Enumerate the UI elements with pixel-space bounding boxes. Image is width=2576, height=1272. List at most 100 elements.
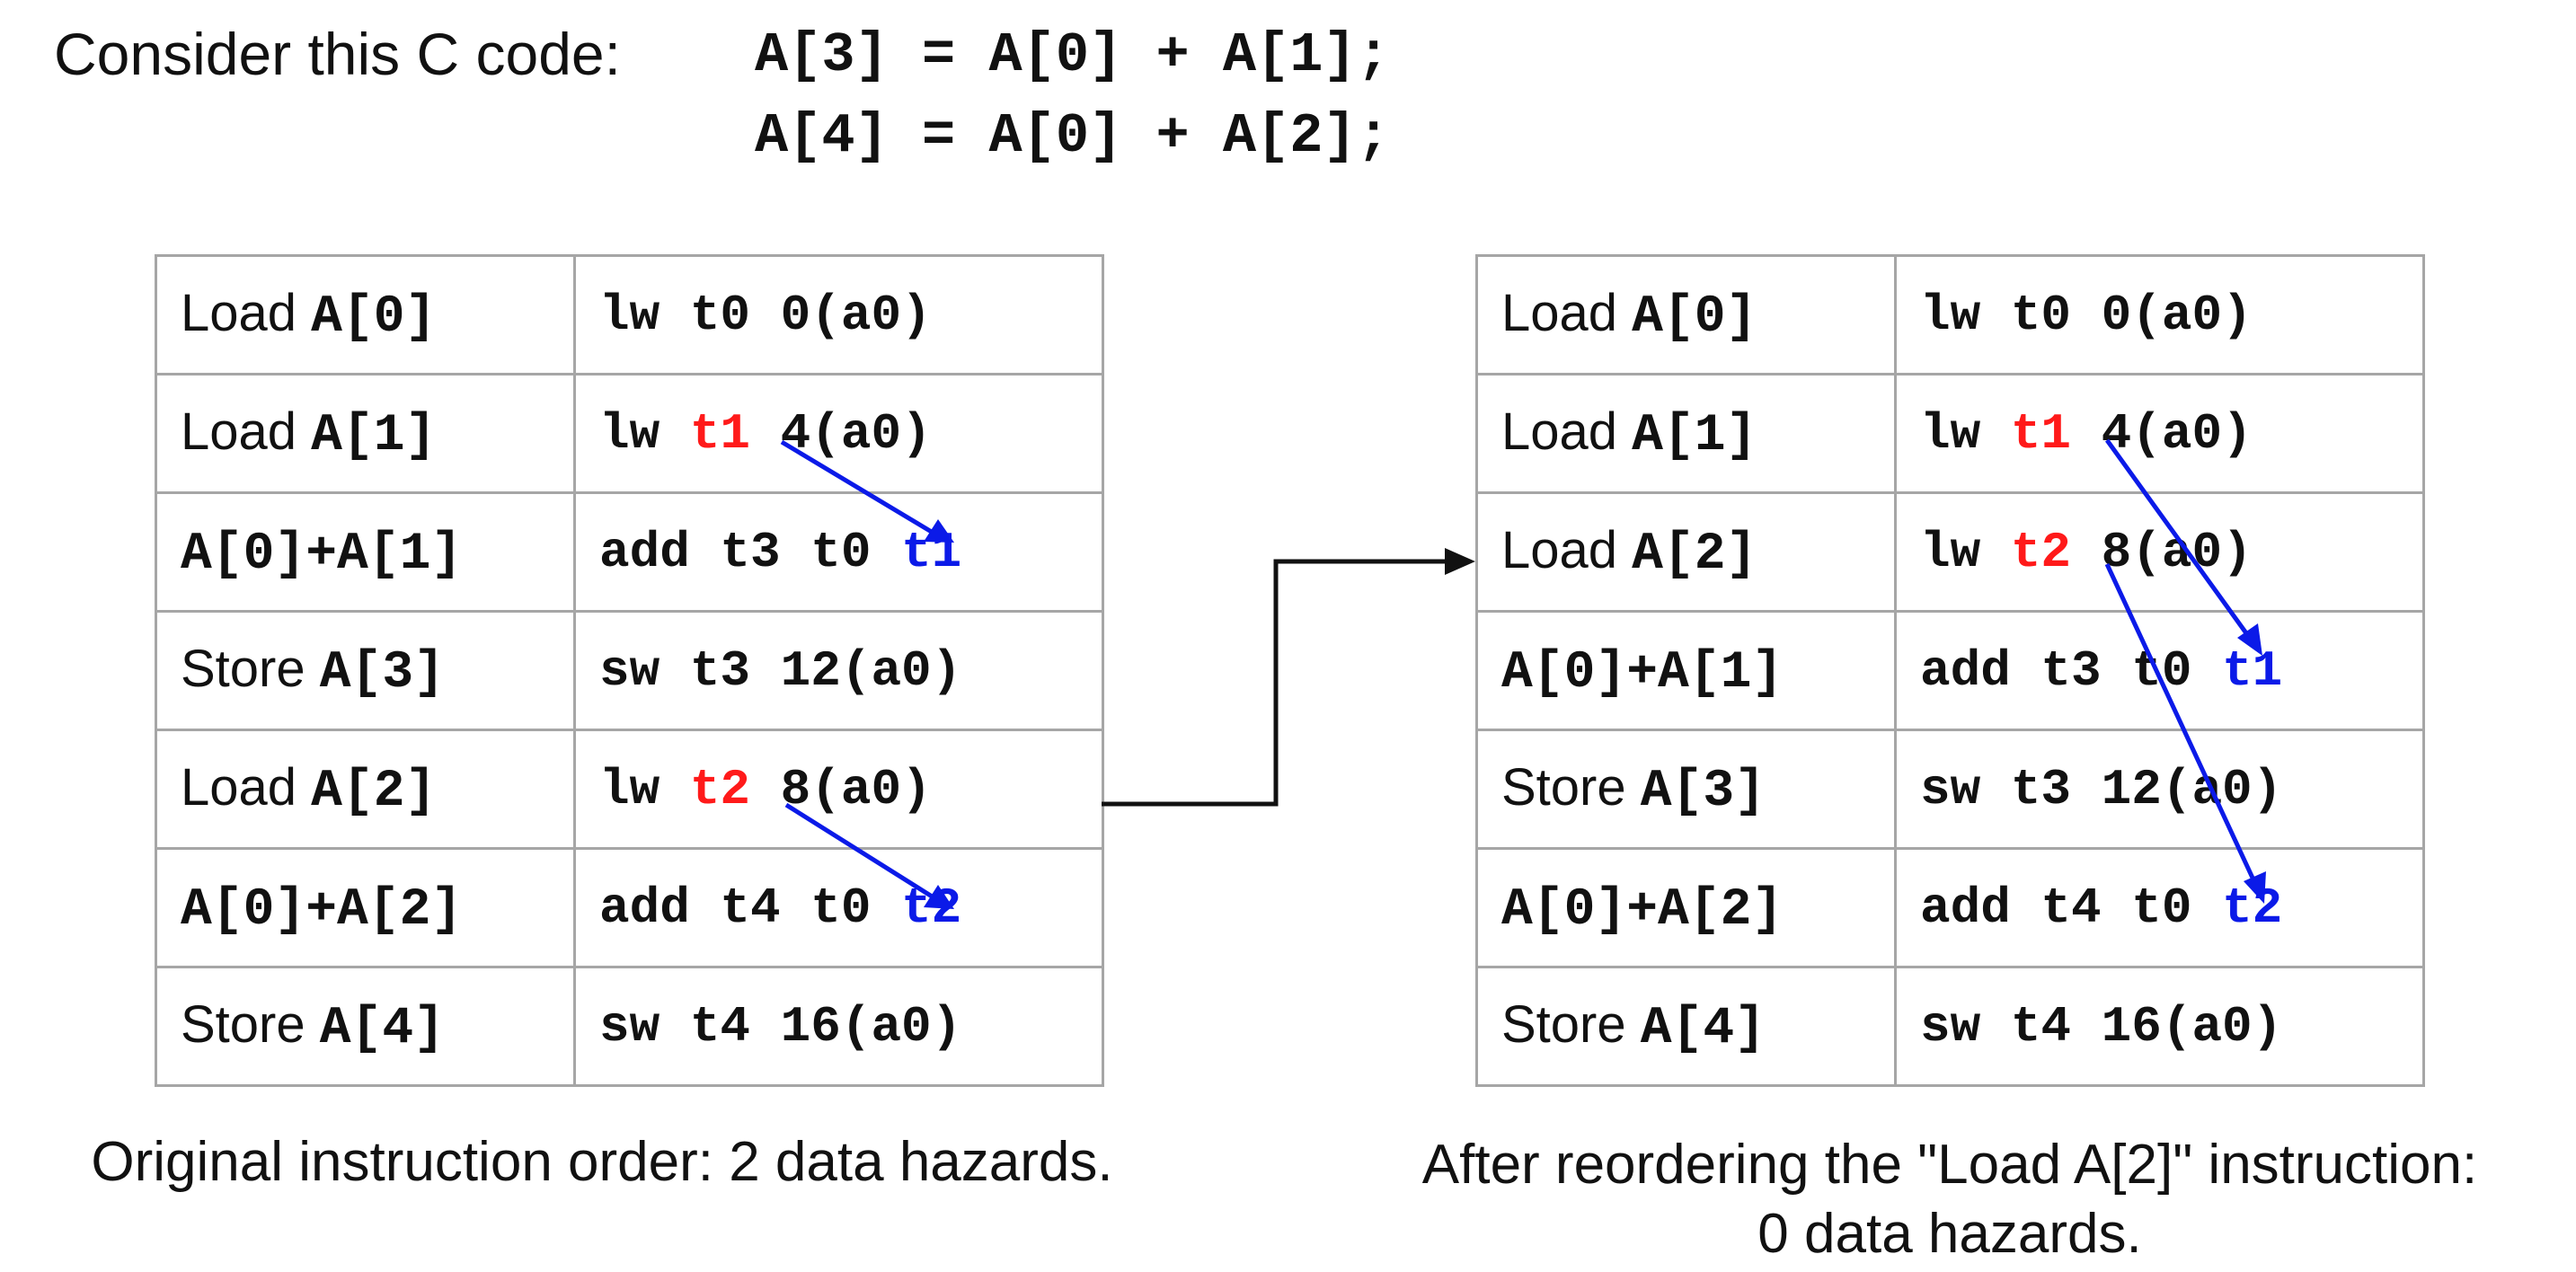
right-table-row: Store A[4] sw t4 16(a0) (1475, 966, 2425, 1087)
operation-label: Store A[4] (155, 966, 576, 1087)
dest-register: t2 (2010, 523, 2072, 581)
operation-operand: A[0] (311, 288, 437, 347)
intro-text: Consider this C code: (54, 21, 621, 87)
assembly-instruction: add t4 t0 t2 (573, 847, 1104, 968)
right-table-row: A[0]+A[2]add t4 t0 t2 (1475, 847, 2425, 968)
dest-register: t2 (689, 760, 751, 818)
instruction-text: add t4 t0 (599, 879, 902, 937)
left-table-row: Load A[0] lw t0 0(a0) (155, 254, 1104, 375)
operation-operand: A[3] (1640, 763, 1766, 821)
instruction-text: sw t4 16(a0) (1920, 997, 2283, 1056)
operation-operand: A[0]+A[2] (181, 881, 463, 940)
operation-operand: A[4] (319, 1000, 445, 1058)
operation-label: Load A[0] (1475, 254, 1897, 375)
operation-operand: A[1] (311, 407, 437, 465)
operation-operand: A[2] (311, 763, 437, 821)
instruction-text: lw t0 0(a0) (1920, 286, 2253, 344)
assembly-instruction: sw t4 16(a0) (573, 966, 1104, 1087)
assembly-instruction: lw t2 8(a0) (573, 729, 1104, 850)
assembly-instruction: lw t1 4(a0) (1894, 373, 2425, 494)
left-table-row: Load A[2] lw t2 8(a0) (155, 729, 1104, 850)
operation-verb: Store (181, 640, 320, 698)
instruction-text: add t3 t0 (1920, 641, 2223, 700)
caption-original: Original instruction order: 2 data hazar… (91, 1131, 1113, 1193)
operation-verb: Load (1501, 284, 1633, 342)
operation-label: A[0]+A[1] (155, 491, 576, 613)
assembly-instruction: sw t3 12(a0) (1894, 729, 2425, 850)
c-code-line-2: A[4] = A[0] + A[2]; (755, 104, 1390, 168)
operation-label: Load A[1] (1475, 373, 1897, 494)
right-table-row: Load A[1]lw t1 4(a0) (1475, 373, 2425, 494)
left-table-row: Store A[4] sw t4 16(a0) (155, 966, 1104, 1087)
source-register: t1 (2222, 641, 2283, 700)
reorder-arrowhead (1445, 548, 1475, 575)
operation-verb: Load (1501, 521, 1633, 579)
instruction-text: lw (1920, 523, 2011, 581)
operation-operand: A[4] (1640, 1000, 1766, 1058)
operation-verb: Store (181, 995, 320, 1054)
operation-label: Store A[3] (1475, 729, 1897, 850)
caption-reordered: After reordering the "Load A[2]" instruc… (1348, 1130, 2552, 1268)
assembly-instruction: add t4 t0 t2 (1894, 847, 2425, 968)
instruction-text: lw (1920, 404, 2011, 463)
source-register: t1 (901, 523, 962, 581)
operation-label: A[0]+A[2] (155, 847, 576, 968)
instruction-text: lw (599, 760, 690, 818)
assembly-instruction: lw t0 0(a0) (573, 254, 1104, 375)
right-table-row: Load A[0] lw t0 0(a0) (1475, 254, 2425, 375)
operation-verb: Load (181, 284, 312, 342)
left-table-row: Store A[3] sw t3 12(a0) (155, 610, 1104, 731)
operation-operand: A[2] (1632, 526, 1757, 584)
operation-operand: A[0]+A[1] (181, 526, 463, 584)
assembly-instruction: sw t3 12(a0) (573, 610, 1104, 731)
original-order-table: Load A[0]lw t0 0(a0)Load A[1]lw t1 4(a0)… (155, 254, 1104, 1087)
instruction-text: 4(a0) (750, 404, 932, 463)
instruction-text: sw t3 12(a0) (1920, 760, 2283, 818)
operation-verb: Store (1501, 758, 1641, 817)
operation-operand: A[3] (319, 644, 445, 702)
operation-label: Load A[1] (155, 373, 576, 494)
instruction-text: 8(a0) (2071, 523, 2253, 581)
left-table-row: Load A[1]lw t1 4(a0) (155, 373, 1104, 494)
operation-label: A[0]+A[1] (1475, 610, 1897, 731)
instruction-text: 8(a0) (750, 760, 932, 818)
instruction-text: lw t0 0(a0) (599, 286, 932, 344)
reordered-table: Load A[0]lw t0 0(a0)Load A[1]lw t1 4(a0)… (1475, 254, 2425, 1087)
instruction-text: sw t4 16(a0) (599, 997, 962, 1056)
left-table-row: A[0]+A[1] add t3 t0 t1 (155, 491, 1104, 613)
operation-verb: Load (1501, 402, 1633, 461)
caption-reordered-line-2: 0 data hazards. (1757, 1203, 2142, 1265)
instruction-text: add t4 t0 (1920, 879, 2223, 937)
operation-label: Load A[0] (155, 254, 576, 375)
dest-register: t1 (2010, 404, 2072, 463)
right-table-row: Load A[2]lw t2 8(a0) (1475, 491, 2425, 613)
instruction-text: sw t3 12(a0) (599, 641, 962, 700)
instruction-text: 4(a0) (2071, 404, 2253, 463)
assembly-instruction: lw t2 8(a0) (1894, 491, 2425, 613)
operation-operand: A[1] (1632, 407, 1757, 465)
operation-label: Store A[4] (1475, 966, 1897, 1087)
assembly-instruction: add t3 t0 t1 (573, 491, 1104, 613)
source-register: t2 (901, 879, 962, 937)
assembly-instruction: lw t1 4(a0) (573, 373, 1104, 494)
assembly-instruction: add t3 t0 t1 (1894, 610, 2425, 731)
operation-label: Store A[3] (155, 610, 576, 731)
operation-operand: A[0]+A[1] (1501, 644, 1784, 702)
caption-reordered-line-1: After reordering the "Load A[2]" instruc… (1421, 1134, 2478, 1196)
right-table-row: A[0]+A[1] add t3 t0 t1 (1475, 610, 2425, 731)
operation-verb: Load (181, 402, 312, 461)
reorder-connector-arrow (1102, 559, 1456, 807)
dest-register: t1 (689, 404, 751, 463)
instruction-text: add t3 t0 (599, 523, 902, 581)
c-code-line-1: A[3] = A[0] + A[1]; (755, 23, 1390, 87)
left-table-row: A[0]+A[2] add t4 t0 t2 (155, 847, 1104, 968)
source-register: t2 (2222, 879, 2283, 937)
right-table-row: Store A[3] sw t3 12(a0) (1475, 729, 2425, 850)
operation-label: A[0]+A[2] (1475, 847, 1897, 968)
operation-label: Load A[2] (1475, 491, 1897, 613)
operation-verb: Store (1501, 995, 1641, 1054)
instruction-text: lw (599, 404, 690, 463)
operation-operand: A[0] (1632, 288, 1757, 347)
operation-verb: Load (181, 758, 312, 817)
assembly-instruction: lw t0 0(a0) (1894, 254, 2425, 375)
